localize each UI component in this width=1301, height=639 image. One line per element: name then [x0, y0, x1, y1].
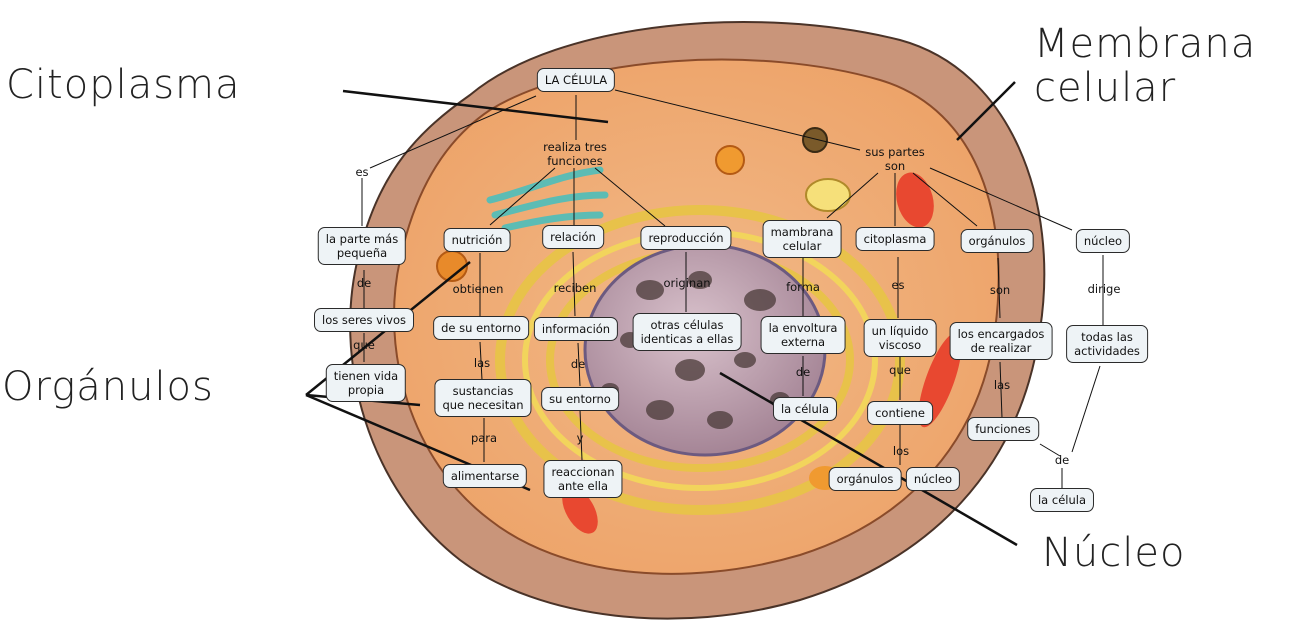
link-es-2: es: [891, 278, 905, 292]
link-que-2: que: [889, 363, 911, 377]
node-la-celula-root[interactable]: LA CÉLULA: [536, 68, 616, 92]
node-informacion[interactable]: información: [533, 317, 619, 341]
label-organulos: Orgánulos: [2, 364, 214, 410]
link-es: es: [355, 165, 369, 179]
link-originan: originan: [663, 276, 711, 290]
link-sus-partes-son: sus partes son: [865, 145, 925, 173]
node-sustancias[interactable]: sustancias que necesitan: [434, 379, 532, 417]
node-envoltura-externa[interactable]: la envoltura externa: [760, 316, 846, 354]
link-obtienen: obtienen: [452, 282, 504, 296]
link-y: y: [576, 431, 584, 445]
node-citoplasma[interactable]: citoplasma: [855, 227, 935, 251]
link-las: las: [473, 356, 491, 370]
link-reciben: reciben: [553, 281, 597, 295]
node-la-celula-final[interactable]: la célula: [1029, 488, 1095, 512]
node-de-su-entorno[interactable]: de su entorno: [433, 316, 529, 340]
node-organulos-contiene[interactable]: orgánulos: [828, 467, 902, 491]
node-vida-propia[interactable]: tienen vida propia: [325, 364, 407, 402]
link-forma: forma: [786, 280, 820, 294]
node-todas-actividades[interactable]: todas las actividades: [1066, 325, 1148, 363]
label-membrana-celular: Membrana celular: [1034, 21, 1257, 111]
link-de-3: de: [795, 365, 811, 379]
mitochondrion: [896, 172, 934, 228]
link-para: para: [470, 431, 498, 445]
link-de-2: de: [570, 357, 586, 371]
label-nucleo: Núcleo: [1042, 530, 1186, 576]
node-seres-vivos[interactable]: los seres vivos: [314, 308, 414, 332]
node-alimentarse[interactable]: alimentarse: [442, 464, 528, 488]
vacuole: [805, 178, 851, 212]
link-dirige: dirige: [1087, 282, 1121, 296]
link-realiza-tres-funciones: realiza tres funciones: [543, 140, 607, 168]
golgi-apparatus: [486, 166, 609, 232]
vesicle: [802, 127, 828, 153]
mitochondrion: [562, 486, 598, 534]
link-son: son: [989, 283, 1011, 297]
link-los: los: [892, 444, 910, 458]
node-reaccionan[interactable]: reaccionan ante ella: [543, 460, 623, 498]
link-de-4: de: [1054, 453, 1070, 467]
node-funciones[interactable]: funciones: [967, 417, 1039, 441]
node-membrana-celular[interactable]: mambrana celular: [762, 220, 842, 258]
node-su-entorno[interactable]: su entorno: [541, 387, 619, 411]
concept-connectors: [361, 89, 1104, 488]
link-de: de: [356, 276, 372, 290]
label-citoplasma: Citoplasma: [6, 62, 241, 108]
node-nucleo-contiene[interactable]: núcleo: [905, 467, 961, 491]
node-reproduccion[interactable]: reproducción: [640, 226, 732, 250]
node-parte-pequena[interactable]: la parte más pequeña: [317, 227, 407, 265]
node-organulos[interactable]: orgánulos: [960, 229, 1034, 253]
node-encargados[interactable]: los encargados de realizar: [949, 322, 1053, 360]
vacuole: [715, 145, 745, 175]
node-nucleo[interactable]: núcleo: [1075, 229, 1131, 253]
node-contiene[interactable]: contiene: [867, 401, 933, 425]
link-que: que: [353, 338, 375, 352]
node-liquido-viscoso[interactable]: un líquido viscoso: [863, 319, 937, 357]
node-relacion[interactable]: relación: [542, 225, 604, 249]
node-otras-celulas[interactable]: otras células identicas a ellas: [632, 313, 742, 351]
link-las-2: las: [993, 378, 1011, 392]
node-nutricion[interactable]: nutrición: [443, 228, 511, 252]
node-la-celula-envoltura[interactable]: la célula: [772, 397, 838, 421]
